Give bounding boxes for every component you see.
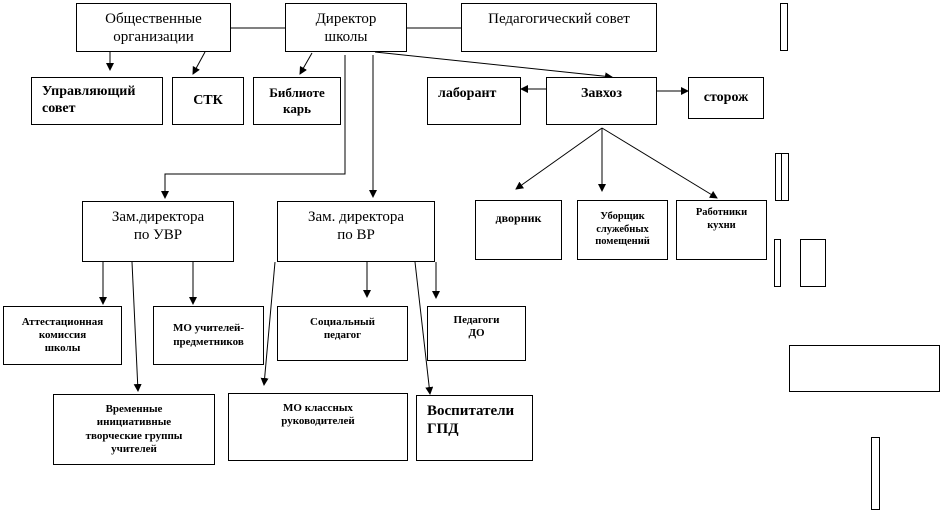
- node-mo-class-leaders[interactable]: МО классных руководителей: [228, 393, 408, 461]
- node-cleaner[interactable]: Уборщик служебных помещений: [577, 200, 668, 260]
- node-librarian[interactable]: Библиоте карь: [253, 77, 341, 125]
- node-stk[interactable]: СТК: [172, 77, 244, 125]
- node-deputy-uvr[interactable]: Зам.директора по УВР: [82, 201, 234, 262]
- arrow-to-janitor: [515, 127, 603, 190]
- arrow-to-zavhoz: [374, 51, 613, 81]
- arrow-to-temp-groups: [131, 261, 142, 392]
- node-pedagogical-council[interactable]: Педагогический совет: [461, 3, 657, 52]
- node-lab-assistant[interactable]: лаборант: [427, 77, 521, 125]
- arrow-to-kitchen: [601, 127, 718, 199]
- node-attestation-commission[interactable]: Аттестационная комиссия школы: [3, 306, 122, 365]
- node-zavhoz[interactable]: Завхоз: [546, 77, 657, 125]
- empty-box-1: [780, 3, 788, 51]
- empty-box-3: [781, 153, 789, 201]
- arrow-to-gpd: [414, 261, 434, 395]
- empty-box-4: [774, 239, 781, 287]
- empty-box-5: [800, 239, 826, 287]
- node-public-organizations[interactable]: Общественные организации: [76, 3, 231, 52]
- node-teachers-do[interactable]: Педагоги ДО: [427, 306, 526, 361]
- arrow-to-librarian: [299, 52, 313, 75]
- empty-box-7: [871, 437, 880, 510]
- node-mo-subject-teachers[interactable]: МО учителей- предметников: [153, 306, 264, 365]
- arrow-to-mo-class: [260, 261, 276, 386]
- node-janitor[interactable]: дворник: [475, 200, 562, 260]
- arrow-to-deputy-uvr: [161, 55, 346, 199]
- node-deputy-vr[interactable]: Зам. директора по ВР: [277, 201, 435, 262]
- node-temporary-groups[interactable]: Временные инициативные творческие группы…: [53, 394, 215, 465]
- node-watchman[interactable]: сторож: [688, 77, 764, 119]
- node-social-teacher[interactable]: Социальный педагог: [277, 306, 408, 361]
- node-governing-council[interactable]: Управляющий совет: [31, 77, 163, 125]
- node-kitchen-staff[interactable]: Работники кухни: [676, 200, 767, 260]
- node-gpd-educators[interactable]: Воспитатели ГПД: [416, 395, 533, 461]
- node-director[interactable]: Директор школы: [285, 3, 407, 52]
- empty-box-6: [789, 345, 940, 392]
- arrow-to-stk: [192, 51, 206, 75]
